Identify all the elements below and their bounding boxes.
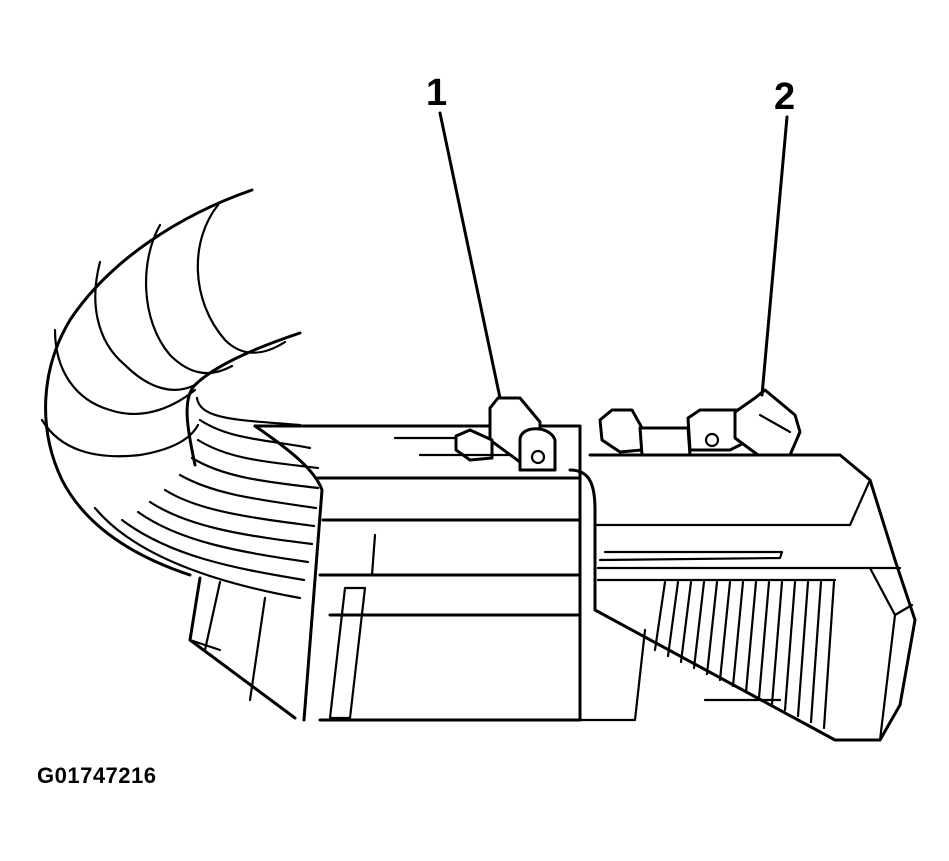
callout-1-label: 1 xyxy=(426,72,448,114)
callout-1-leader xyxy=(438,111,502,400)
wire-harness xyxy=(40,188,320,600)
callout-2-leader xyxy=(760,115,789,397)
connector-position-assurance-tab xyxy=(733,388,802,457)
connector-housing-right xyxy=(568,453,917,742)
connector-housing-left xyxy=(188,424,582,722)
connector-top-features xyxy=(393,388,802,472)
callout-2-label: 2 xyxy=(774,76,796,118)
figure-id-label: G01747216 xyxy=(37,763,157,788)
connector-lock-tab xyxy=(454,396,557,472)
connector-grille xyxy=(653,580,836,730)
